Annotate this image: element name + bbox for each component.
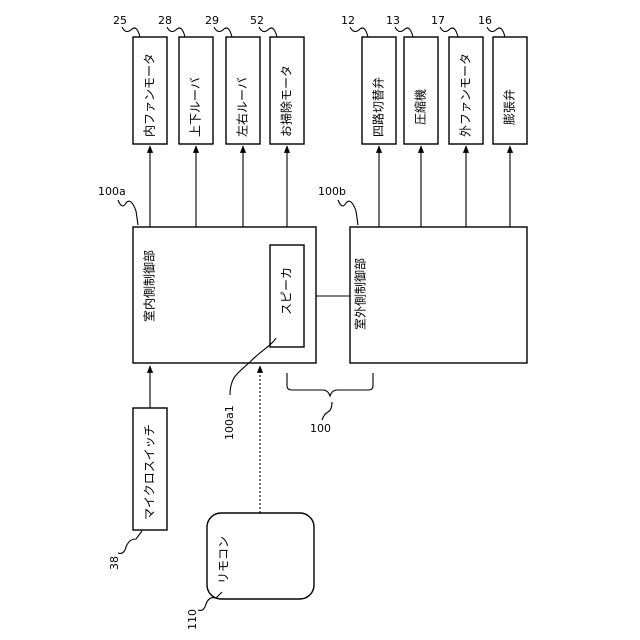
- ref-25: 25: [113, 14, 140, 37]
- indoor-controller-label: 室内側制御部: [142, 250, 157, 322]
- ref-38: 38: [108, 531, 142, 570]
- indoor-fan-motor-block: 内ファンモータ: [133, 37, 167, 144]
- svg-text:100a1: 100a1: [223, 405, 236, 440]
- cleaning-motor-label: お掃除モータ: [279, 65, 294, 137]
- ref-17: 17: [431, 14, 458, 37]
- ref-12: 12: [341, 14, 368, 37]
- speaker-label: スピーカ: [280, 267, 294, 315]
- compressor-label: 圧縮機: [413, 89, 428, 125]
- ref-110: 110: [186, 592, 222, 630]
- outdoor-controller-label: 室外側制御部: [353, 258, 368, 330]
- svg-text:12: 12: [341, 14, 355, 27]
- svg-text:16: 16: [478, 14, 492, 27]
- ref-29: 29: [205, 14, 232, 37]
- svg-text:100: 100: [310, 422, 331, 435]
- vertical-louver-block: 上下ルーバ: [179, 37, 213, 144]
- svg-text:25: 25: [113, 14, 127, 27]
- microswitch-block: マイクロスイッチ: [133, 408, 167, 530]
- remote-label: リモコン: [217, 536, 231, 584]
- svg-text:52: 52: [250, 14, 264, 27]
- svg-text:28: 28: [158, 14, 172, 27]
- four-way-valve-block: 四路切替弁: [362, 37, 396, 144]
- ref-16: 16: [478, 14, 505, 37]
- expansion-valve-label: 膨張弁: [502, 89, 517, 125]
- indoor-output-arrows: [150, 146, 287, 227]
- outdoor-fan-motor-block: 外ファンモータ: [449, 37, 483, 144]
- expansion-valve-block: 膨張弁: [493, 37, 527, 144]
- outdoor-controller-block: 室外側制御部: [350, 227, 527, 363]
- svg-text:17: 17: [431, 14, 445, 27]
- svg-text:38: 38: [108, 556, 121, 570]
- indoor-fan-motor-label: 内ファンモータ: [143, 53, 157, 137]
- svg-text:13: 13: [386, 14, 400, 27]
- svg-text:29: 29: [205, 14, 219, 27]
- compressor-block: 圧縮機: [404, 37, 438, 144]
- vertical-louver-label: 上下ルーバ: [189, 77, 203, 137]
- ref-13: 13: [386, 14, 413, 37]
- outdoor-output-arrows: [379, 146, 510, 227]
- cleaning-motor-block: お掃除モータ: [270, 37, 304, 144]
- speaker-block: スピーカ: [270, 245, 304, 347]
- ref-100b: 100b: [318, 185, 358, 225]
- svg-text:100a: 100a: [98, 185, 126, 198]
- svg-text:100b: 100b: [318, 185, 346, 198]
- four-way-valve-label: 四路切替弁: [371, 77, 386, 137]
- svg-text:110: 110: [186, 609, 199, 630]
- ref-28: 28: [158, 14, 185, 37]
- ref-52: 52: [250, 14, 277, 37]
- microswitch-label: マイクロスイッチ: [143, 424, 157, 520]
- remote-control-block: リモコン: [207, 513, 314, 599]
- horizontal-louver-block: 左右ルーバ: [226, 37, 260, 144]
- system-brace: 100: [287, 373, 373, 435]
- outdoor-fan-motor-label: 外ファンモータ: [459, 53, 473, 137]
- ref-100a: 100a: [98, 185, 138, 225]
- horizontal-louver-label: 左右ルーバ: [235, 77, 250, 137]
